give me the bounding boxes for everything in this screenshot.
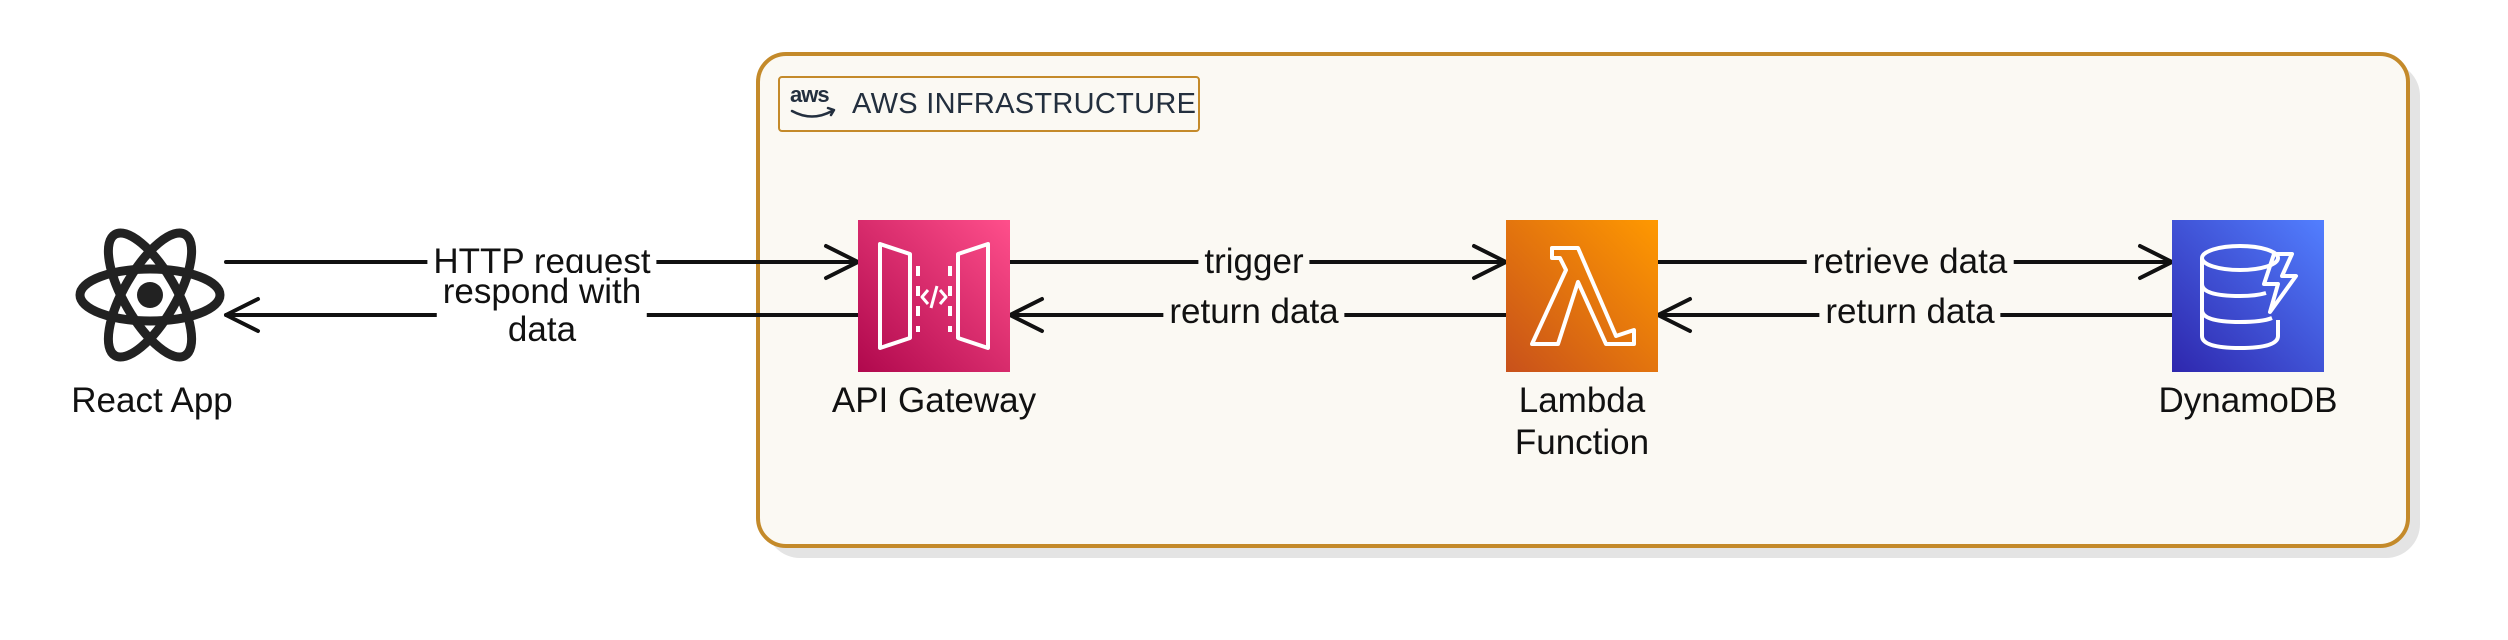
label-return-data-2: return data (1819, 294, 2001, 330)
arrowhead-respond-with-data (224, 297, 260, 333)
react-icon[interactable] (72, 220, 228, 370)
label-respond-with-data: respond with data (436, 273, 648, 349)
label-retrieve-data: retrieve data (1806, 244, 2014, 280)
dynamodb-label: DynamoDB (2158, 381, 2338, 420)
dynamodb-node[interactable] (2172, 220, 2324, 372)
arrowhead-return-data-1 (1008, 297, 1044, 333)
lambda-icon (1530, 246, 1636, 346)
lambda-node[interactable] (1506, 220, 1658, 372)
arrowhead-return-data-2 (1656, 297, 1692, 333)
label-trigger: trigger (1198, 244, 1310, 280)
dynamodb-icon (2200, 244, 2298, 350)
lambda-label: Lambda Function (1514, 381, 1650, 462)
aws-group-title: AWS INFRASTRUCTURE (852, 87, 1197, 120)
aws-logo-icon: aws (788, 82, 840, 124)
react-app-label: React App (71, 381, 233, 420)
api-gateway-icon (878, 242, 990, 350)
api-gateway-node[interactable] (858, 220, 1010, 372)
label-return-data-1: return data (1163, 294, 1345, 330)
aws-group-header: aws AWS INFRASTRUCTURE (778, 76, 1200, 132)
api-gateway-label: API Gateway (831, 381, 1037, 420)
